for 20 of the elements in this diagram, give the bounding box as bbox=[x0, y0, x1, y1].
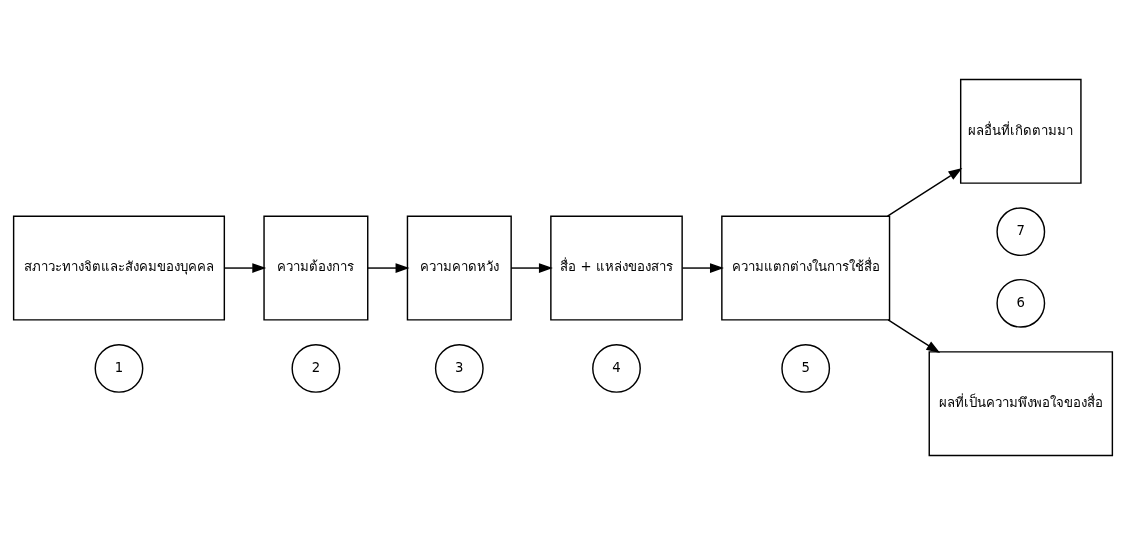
arrow bbox=[887, 319, 941, 354]
arrow bbox=[367, 263, 410, 273]
node-box: ความแตกต่างในการใช้สื่อ bbox=[721, 215, 891, 321]
node-box: ความคาดหวัง bbox=[406, 215, 512, 321]
node-circle: 2 bbox=[291, 344, 341, 393]
arrow bbox=[681, 263, 724, 273]
node-circle: 4 bbox=[592, 344, 641, 393]
arrow bbox=[510, 263, 553, 273]
arrow bbox=[223, 263, 267, 273]
node-box: ความต้องการ bbox=[263, 215, 369, 321]
node-circle: 1 bbox=[94, 344, 144, 393]
node-circle: 5 bbox=[781, 344, 831, 393]
node-circle: 7 bbox=[996, 207, 1046, 257]
node-box: สื่อ + แหล่งของสาร bbox=[550, 215, 683, 321]
node-circle: 6 bbox=[996, 278, 1046, 328]
node-box: สภาวะทางจิตและสังคมของบุคคล bbox=[12, 215, 226, 321]
arrow bbox=[886, 168, 963, 217]
node-circle: 3 bbox=[434, 344, 484, 393]
node-box: ผลที่เป็นความพึงพอใจของสื่อ bbox=[928, 351, 1114, 457]
node-box: ผลอื่นที่เกิดตามมา bbox=[959, 78, 1082, 184]
